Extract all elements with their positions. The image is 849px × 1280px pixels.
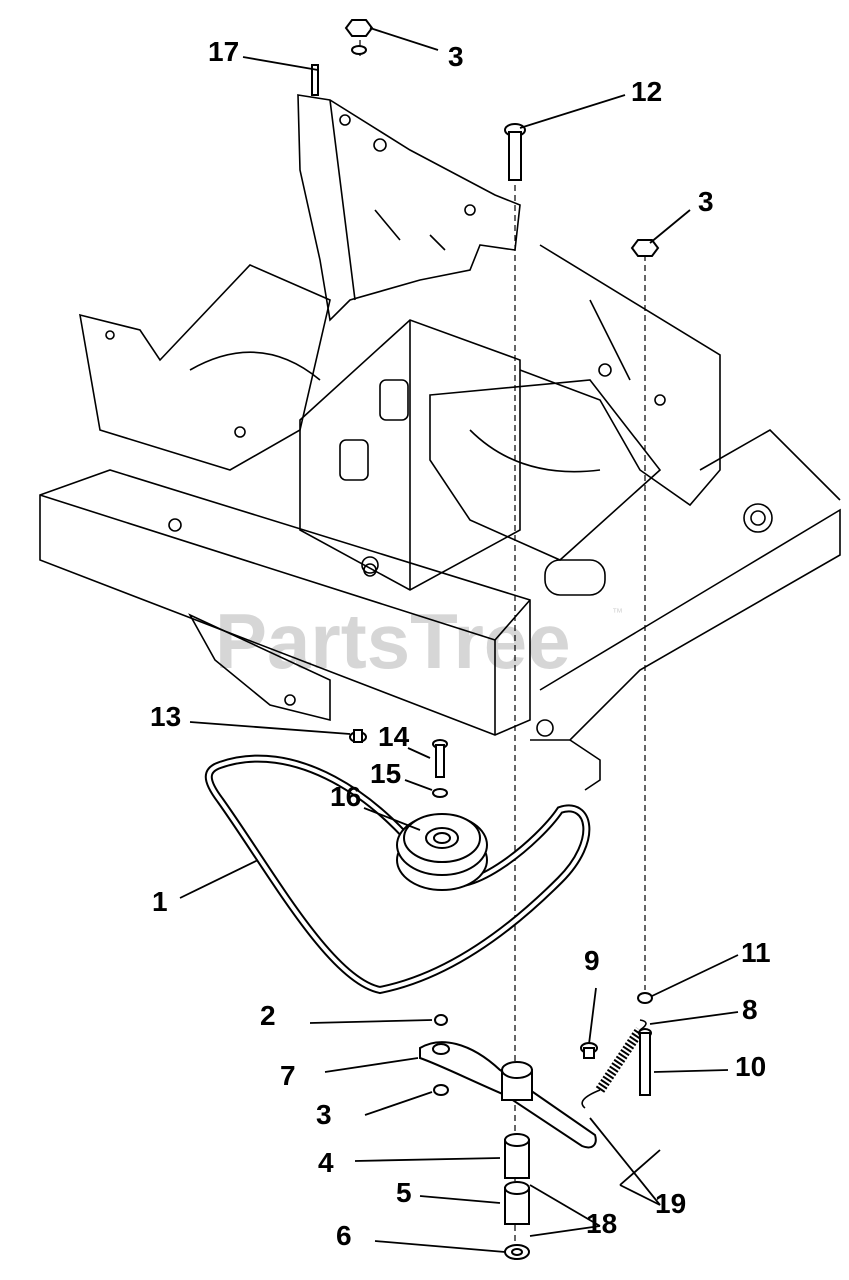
bushing-part-4 [504, 1133, 530, 1179]
callout-1: 1 [152, 886, 168, 917]
callout-3-right: 3 [698, 186, 714, 217]
bolt-part-14 [432, 739, 448, 778]
bolt-part-9 [580, 1042, 598, 1059]
callout-19: 19 [655, 1188, 686, 1219]
callout-9: 9 [584, 945, 600, 976]
pin-part-12 [504, 123, 526, 181]
washer-part-6 [504, 1244, 530, 1260]
idler-arm-part-7 [419, 1041, 597, 1149]
nut-part-3-right [630, 239, 660, 257]
callout-6: 6 [336, 1220, 352, 1251]
chassis-frame [39, 94, 841, 791]
callout-3-top: 3 [448, 41, 464, 72]
callout-17: 17 [208, 36, 239, 67]
callout-3-lower: 3 [316, 1099, 332, 1130]
pin-part-10 [638, 1028, 652, 1096]
callout-11: 11 [741, 937, 771, 968]
callout-18: 18 [586, 1208, 617, 1239]
washer-part-3-lower [433, 1084, 449, 1096]
callout-16: 16 [330, 781, 361, 812]
watermark-trademark: ™ [612, 607, 623, 619]
bolt-part-17 [311, 64, 319, 96]
watermark: PartsTree ™ [215, 597, 623, 685]
callout-5: 5 [396, 1177, 412, 1208]
callout-8: 8 [742, 994, 758, 1025]
callout-10: 10 [735, 1051, 766, 1082]
nut-part-2 [434, 1014, 448, 1026]
callout-12: 12 [631, 76, 662, 107]
callout-labels: 17 3 12 3 13 14 15 16 1 9 11 8 2 7 10 3 … [150, 36, 771, 1251]
belt-part-1 [204, 754, 591, 995]
callout-4: 4 [318, 1147, 334, 1178]
callout-13: 13 [150, 701, 181, 732]
nut-part-11 [637, 992, 653, 1004]
callout-14: 14 [378, 721, 410, 752]
watermark-text: PartsTree [215, 597, 571, 685]
spring-part-8 [581, 1019, 647, 1109]
parts [204, 19, 660, 1260]
bolt-part-13 [349, 729, 367, 743]
leader-lines [179, 27, 739, 1253]
callout-2: 2 [260, 1000, 276, 1031]
nut-part-3-top [344, 19, 374, 55]
washer-part-15 [432, 788, 448, 798]
spacer-part-5 [504, 1181, 530, 1225]
callout-15: 15 [370, 758, 401, 789]
callout-7: 7 [280, 1060, 296, 1091]
